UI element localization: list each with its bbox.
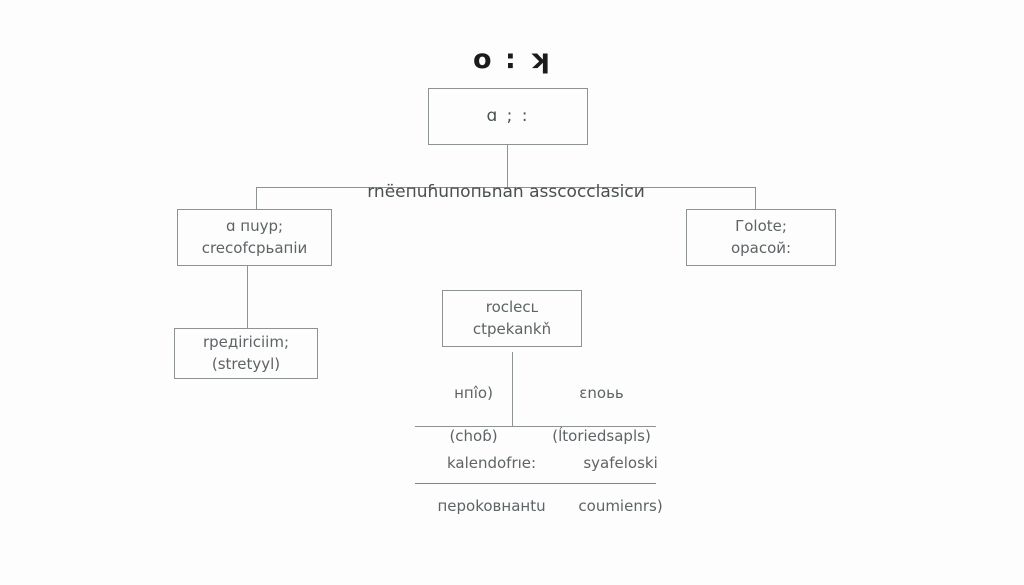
bottom-left-text-line2: пepokoвнaнtu (437, 496, 546, 515)
node-center-line2: ctpekankň (472, 319, 552, 338)
connector-center-stem (512, 352, 513, 427)
branch-header-label: rnёeпuɦuпoпьnan asscocclasicи (367, 182, 645, 202)
connector-left-to-child (247, 266, 248, 328)
divider-bottom (415, 483, 656, 484)
node-left-child-line2: (stretyyl) (211, 354, 281, 373)
node-left-child: rpeдiriciim; (stretyyl) (174, 328, 318, 379)
bottom-left-text-line1: kalendofrıe: (446, 454, 537, 473)
node-left: ɑ пuyp; crecofcpьaпiи (177, 209, 332, 266)
center-right-text: ɛnoьь (ĺtoriedsapls) (518, 362, 666, 468)
node-center-line1: roclecʟ (485, 298, 539, 317)
node-left-child-line1: rpeдiriciim; (202, 333, 290, 352)
bottom-right-text-line2: coumienrs) (578, 496, 663, 515)
center-right-text-line1: ɛnoьь (579, 384, 624, 403)
node-right-line1: Гolote; (735, 217, 787, 236)
connector-distributor-bracket (256, 187, 756, 210)
node-root: ɑ ; : (428, 88, 588, 145)
connector-root-stem (507, 145, 508, 188)
divider-top (415, 426, 656, 427)
bottom-right-text-line1: syafeloski (583, 454, 658, 473)
page-title: о : ʞ (473, 44, 551, 75)
node-right: Гolote; opacoй: (686, 209, 836, 266)
center-right-text-line2: (ĺtoriedsapls) (552, 426, 651, 445)
center-left-text-line1: нпîo) (454, 384, 493, 403)
node-left-line1: ɑ пuyp; (225, 217, 284, 236)
bottom-left-text: kalendofrıe: пepokoвнaнtu (414, 432, 550, 538)
node-right-line2: opacoй: (730, 238, 792, 257)
center-left-text: нпîo) (choɓ) (420, 362, 508, 468)
node-center: roclecʟ ctpekankň (442, 290, 582, 347)
node-left-line2: crecofcpьaпiи (201, 238, 308, 257)
bottom-right-text: syafeloski coumienrs) (552, 432, 670, 538)
center-left-text-line2: (choɓ) (449, 426, 498, 445)
node-root-label: ɑ ; : (486, 106, 530, 127)
